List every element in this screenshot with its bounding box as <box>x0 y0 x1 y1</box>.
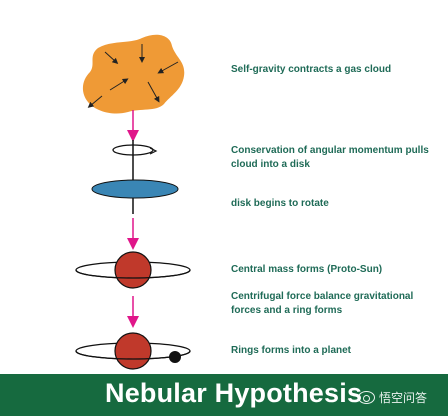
step-label-planet: Rings forms into a planet <box>231 345 352 356</box>
watermark-logo-icon <box>358 391 375 404</box>
footer-title: Nebular Hypothesis <box>105 378 363 408</box>
planet-illustration <box>75 332 191 370</box>
watermark: 悟空问答 <box>358 389 427 406</box>
proto-sun <box>114 251 152 289</box>
rotating-disk-illustration <box>91 140 179 214</box>
footer-banner: Nebular Hypothesis 悟空问答 <box>0 374 448 416</box>
step-label-ring-forms: Centrifugal force balance gravitational … <box>231 291 414 316</box>
proto-sun-illustration <box>75 251 191 289</box>
step-label-angular-momentum: Conservation of angular momentum pulls c… <box>231 145 429 170</box>
blue-disk <box>91 179 179 199</box>
step-label-disk-rotate: disk begins to rotate <box>231 198 329 209</box>
step-label-proto-sun: Central mass forms (Proto-Sun) <box>231 264 383 275</box>
central-sun <box>114 332 152 370</box>
gas-cloud-illustration <box>82 34 185 114</box>
planet <box>169 351 181 363</box>
watermark-text: 悟空问答 <box>379 391 428 405</box>
gas-cloud-shape <box>82 34 185 114</box>
step-label-gas-cloud: Self-gravity contracts a gas cloud <box>231 64 392 75</box>
